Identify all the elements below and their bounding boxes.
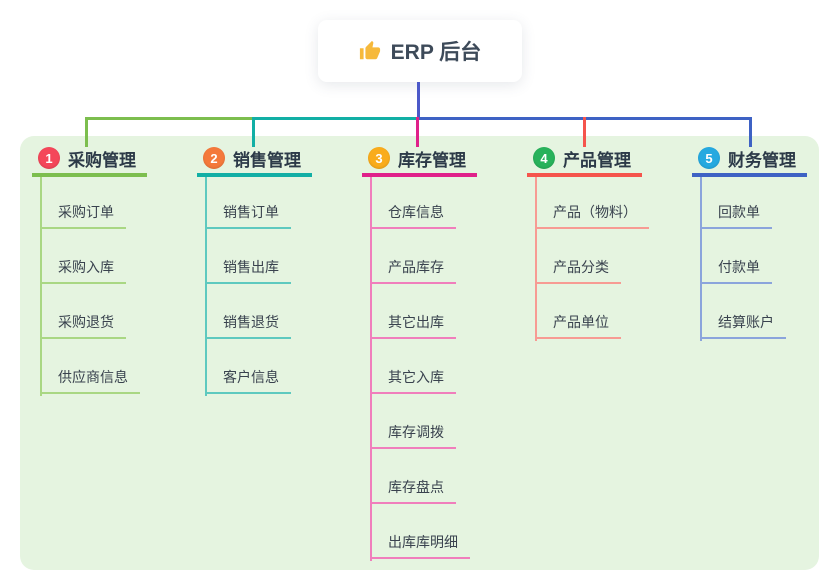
connector-drop-branch-2 [252, 117, 255, 147]
connector-drop-branch-3 [416, 117, 419, 147]
child-node-label: 其它入库 [388, 369, 444, 385]
child-node-label: 采购订单 [58, 204, 114, 220]
child-node-label: 产品库存 [388, 259, 444, 275]
child-node[interactable]: 仓库信息 [370, 199, 456, 229]
child-node[interactable]: 销售订单 [205, 199, 291, 229]
branch-label: 库存管理 [398, 150, 466, 170]
child-node[interactable]: 客户信息 [205, 364, 291, 394]
child-node-label: 供应商信息 [58, 369, 128, 385]
child-node[interactable]: 采购订单 [40, 199, 126, 229]
child-node-label: 库存调拨 [388, 424, 444, 440]
branch-number-badge: 5 [698, 147, 720, 169]
child-node[interactable]: 采购入库 [40, 254, 126, 284]
branch-label: 采购管理 [68, 150, 136, 170]
branch-number-badge: 2 [203, 147, 225, 169]
branch-label: 产品管理 [563, 150, 631, 170]
branch-number-badge: 4 [533, 147, 555, 169]
child-node-label: 客户信息 [223, 369, 279, 385]
child-node[interactable]: 产品单位 [535, 309, 621, 339]
thumbs-up-icon [359, 40, 380, 60]
children-spine-line [205, 177, 207, 396]
branch-number-badge: 3 [368, 147, 390, 169]
root-node[interactable]: ERP 后台 [318, 20, 522, 82]
children-spine-line [700, 177, 702, 341]
connector-drop-branch-1 [85, 117, 88, 147]
child-node[interactable]: 销售退货 [205, 309, 291, 339]
child-node-label: 销售退货 [223, 314, 279, 330]
child-node[interactable]: 结算账户 [700, 309, 786, 339]
child-node-label: 销售订单 [223, 204, 279, 220]
child-node-label: 出库库明细 [388, 534, 458, 550]
connector-drop-branch-4 [583, 117, 586, 147]
child-node[interactable]: 库存盘点 [370, 474, 456, 504]
branch-label: 财务管理 [728, 150, 796, 170]
branch-number-badge: 1 [38, 147, 60, 169]
child-node-label: 其它出库 [388, 314, 444, 330]
branch-node-4[interactable]: 4 产品管理 [527, 143, 642, 177]
child-node-label: 采购入库 [58, 259, 114, 275]
child-node[interactable]: 回款单 [700, 199, 772, 229]
child-node-label: 回款单 [718, 204, 760, 220]
child-node-label: 销售出库 [223, 259, 279, 275]
child-node[interactable]: 其它出库 [370, 309, 456, 339]
branch-label: 销售管理 [233, 150, 301, 170]
root-stem-line [417, 82, 420, 120]
child-node[interactable]: 供应商信息 [40, 364, 140, 394]
connector-horizontal-left [85, 117, 255, 120]
child-node-label: 库存盘点 [388, 479, 444, 495]
branch-node-5[interactable]: 5 财务管理 [692, 143, 807, 177]
branch-node-3[interactable]: 3 库存管理 [362, 143, 477, 177]
child-node[interactable]: 销售出库 [205, 254, 291, 284]
child-node[interactable]: 其它入库 [370, 364, 456, 394]
children-spine-line [370, 177, 372, 561]
branch-node-1[interactable]: 1 采购管理 [32, 143, 147, 177]
child-node[interactable]: 付款单 [700, 254, 772, 284]
child-node[interactable]: 采购退货 [40, 309, 126, 339]
child-node-label: 采购退货 [58, 314, 114, 330]
child-node[interactable]: 产品库存 [370, 254, 456, 284]
child-node[interactable]: 产品（物料） [535, 199, 649, 229]
connector-drop-branch-5 [749, 117, 752, 147]
child-node[interactable]: 库存调拨 [370, 419, 456, 449]
children-spine-line [535, 177, 537, 341]
child-node-label: 产品分类 [553, 259, 609, 275]
children-spine-line [40, 177, 42, 396]
branches-panel [20, 136, 819, 570]
child-node-label: 仓库信息 [388, 204, 444, 220]
child-node-label: 付款单 [718, 259, 760, 275]
child-node[interactable]: 出库库明细 [370, 529, 470, 559]
child-node-label: 产品（物料） [553, 204, 637, 220]
branch-node-2[interactable]: 2 销售管理 [197, 143, 312, 177]
root-node-label: ERP 后台 [390, 41, 482, 64]
child-node[interactable]: 产品分类 [535, 254, 621, 284]
connector-horizontal-mid [252, 117, 418, 120]
child-node-label: 结算账户 [718, 314, 774, 330]
child-node-label: 产品单位 [553, 314, 609, 330]
